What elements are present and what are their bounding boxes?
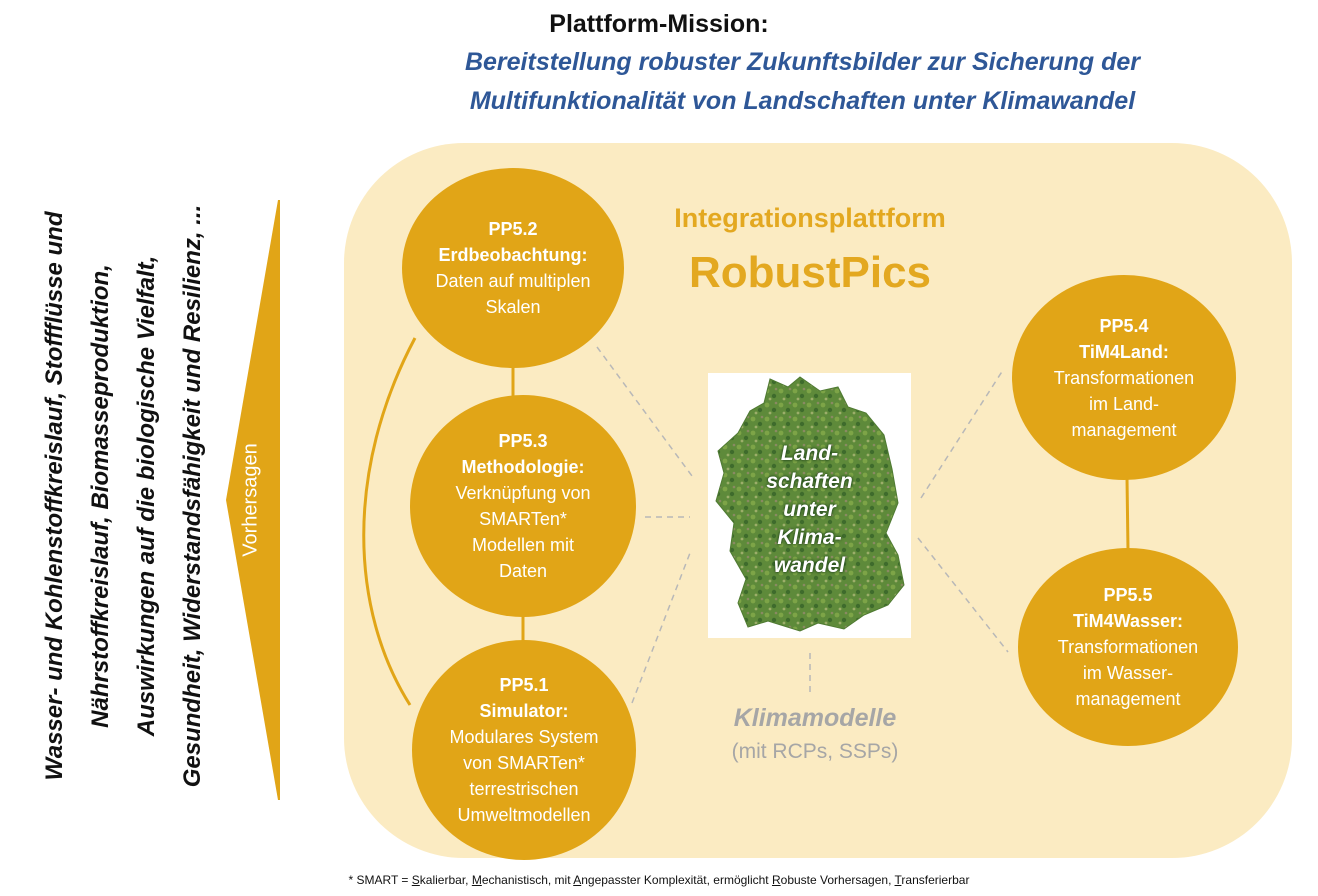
impact-line-1: Wasser- und Kohlenstoffkreislauf, Stofff…	[41, 210, 68, 780]
climate-models-title: Klimamodelle	[733, 704, 897, 732]
node-text: Umweltmodellen	[457, 805, 591, 825]
node-text: management	[1071, 419, 1177, 440]
node-title: Simulator:	[479, 701, 569, 721]
platform-label: Integrationsplattform	[674, 203, 946, 233]
map-caption-line-1: Land-	[780, 442, 839, 465]
connector-pp52-pp51-arc	[362, 337, 417, 706]
platform-name: RobustPics	[688, 248, 932, 297]
predictions-arrow	[226, 200, 280, 800]
footnote-word: kalierbar,	[419, 873, 472, 887]
impact-areas-text: Wasser- und Kohlenstoffkreislauf, Stofff…	[41, 205, 206, 788]
map-caption-line-4: Klima-	[777, 526, 842, 549]
impact-line-2: Nährstoffkreislauf, Biomasseproduktion,	[87, 264, 114, 728]
map-caption-line-3: unter	[783, 498, 836, 521]
node-text: Daten auf multiplen	[435, 271, 591, 291]
node-text: im Land-	[1088, 393, 1160, 414]
node-id: PP5.3	[498, 431, 548, 451]
node-title: Methodologie:	[461, 457, 585, 477]
node-text: management	[1075, 689, 1181, 709]
footnote-word: obuste Vorhersagen,	[780, 873, 895, 887]
connector-pp54-pp55	[1125, 477, 1130, 551]
node-text: Transformationen	[1057, 637, 1199, 657]
map-caption-line-5: wandel	[773, 554, 846, 577]
node-text: Transformationen	[1053, 367, 1195, 388]
node-text: Modellen mit	[471, 535, 575, 555]
footnote-letter: S	[411, 873, 420, 887]
node-text: Skalen	[485, 297, 541, 317]
node-text: Modulares System	[449, 727, 599, 747]
footnote-word: ngepasster Komplexität, ermöglicht	[581, 873, 772, 887]
climate-models-subtitle: (mit RCPs, SSPs)	[731, 740, 899, 763]
node-pp52-erdbeobachtung: PP5.2 Erdbeobachtung: Daten auf multiple…	[402, 168, 624, 368]
node-pp51-simulator: PP5.1 Simulator: Modulares System von SM…	[412, 640, 636, 860]
node-text: terrestrischen	[469, 779, 579, 799]
node-title: Erdbeobachtung:	[438, 245, 588, 265]
node-id: PP5.5	[1103, 585, 1153, 605]
node-pp53-methodologie: PP5.3 Methodologie: Verknüpfung von SMAR…	[410, 395, 636, 617]
map-caption-line-2: schaften	[766, 470, 853, 493]
node-id: PP5.2	[488, 219, 538, 239]
node-title: TiM4Wasser:	[1072, 611, 1184, 631]
node-text: von SMARTen*	[463, 753, 585, 773]
node-id: PP5.4	[1099, 315, 1149, 336]
mission-statement-line-2: Multifunktionalität von Landschaften unt…	[469, 87, 1136, 115]
mission-title: Plattform-Mission:	[549, 10, 769, 38]
footnote-letter: T	[894, 873, 902, 887]
impact-line-4: Gesundheit, Widerstandsfähigkeit und Res…	[179, 205, 206, 788]
dashed-map-pp54	[920, 369, 1004, 499]
dashed-pp51-map	[631, 552, 691, 704]
footnote-letter: M	[471, 873, 482, 887]
map-caption: Land- schaften unter Klima- wandel	[708, 440, 911, 580]
impact-line-3: Auswirkungen auf die biologische Vielfal…	[133, 256, 160, 738]
node-text: Verknüpfung von	[455, 483, 591, 503]
dashed-pp52-map	[596, 346, 693, 477]
mission-statement-line-1: Bereitstellung robuster Zukunftsbilder z…	[464, 48, 1141, 76]
footnote-word: echanistisch, mit	[481, 873, 574, 887]
germany-map	[708, 373, 911, 638]
footnote-word: ransferierbar	[901, 873, 970, 887]
node-text: SMARTen*	[479, 509, 567, 529]
footnote-prefix: * SMART =	[348, 873, 412, 887]
node-pp54-tim4land: PP5.4 TiM4Land: Transformationen im Land…	[1012, 275, 1236, 480]
footnote-letter: R	[771, 873, 781, 887]
dashed-map-pp55	[917, 537, 1009, 653]
node-title: TiM4Land:	[1079, 341, 1169, 362]
node-text: Daten	[498, 561, 548, 581]
germany-map-image	[715, 376, 905, 632]
smart-footnote: * SMART = Skalierbar, Mechanistisch, mit…	[0, 873, 1318, 887]
node-text: im Wasser-	[1082, 663, 1174, 683]
footnote-letter: A	[573, 873, 582, 887]
node-id: PP5.1	[499, 675, 549, 695]
node-pp55-tim4wasser: PP5.5 TiM4Wasser: Transformationen im Wa…	[1018, 548, 1238, 746]
